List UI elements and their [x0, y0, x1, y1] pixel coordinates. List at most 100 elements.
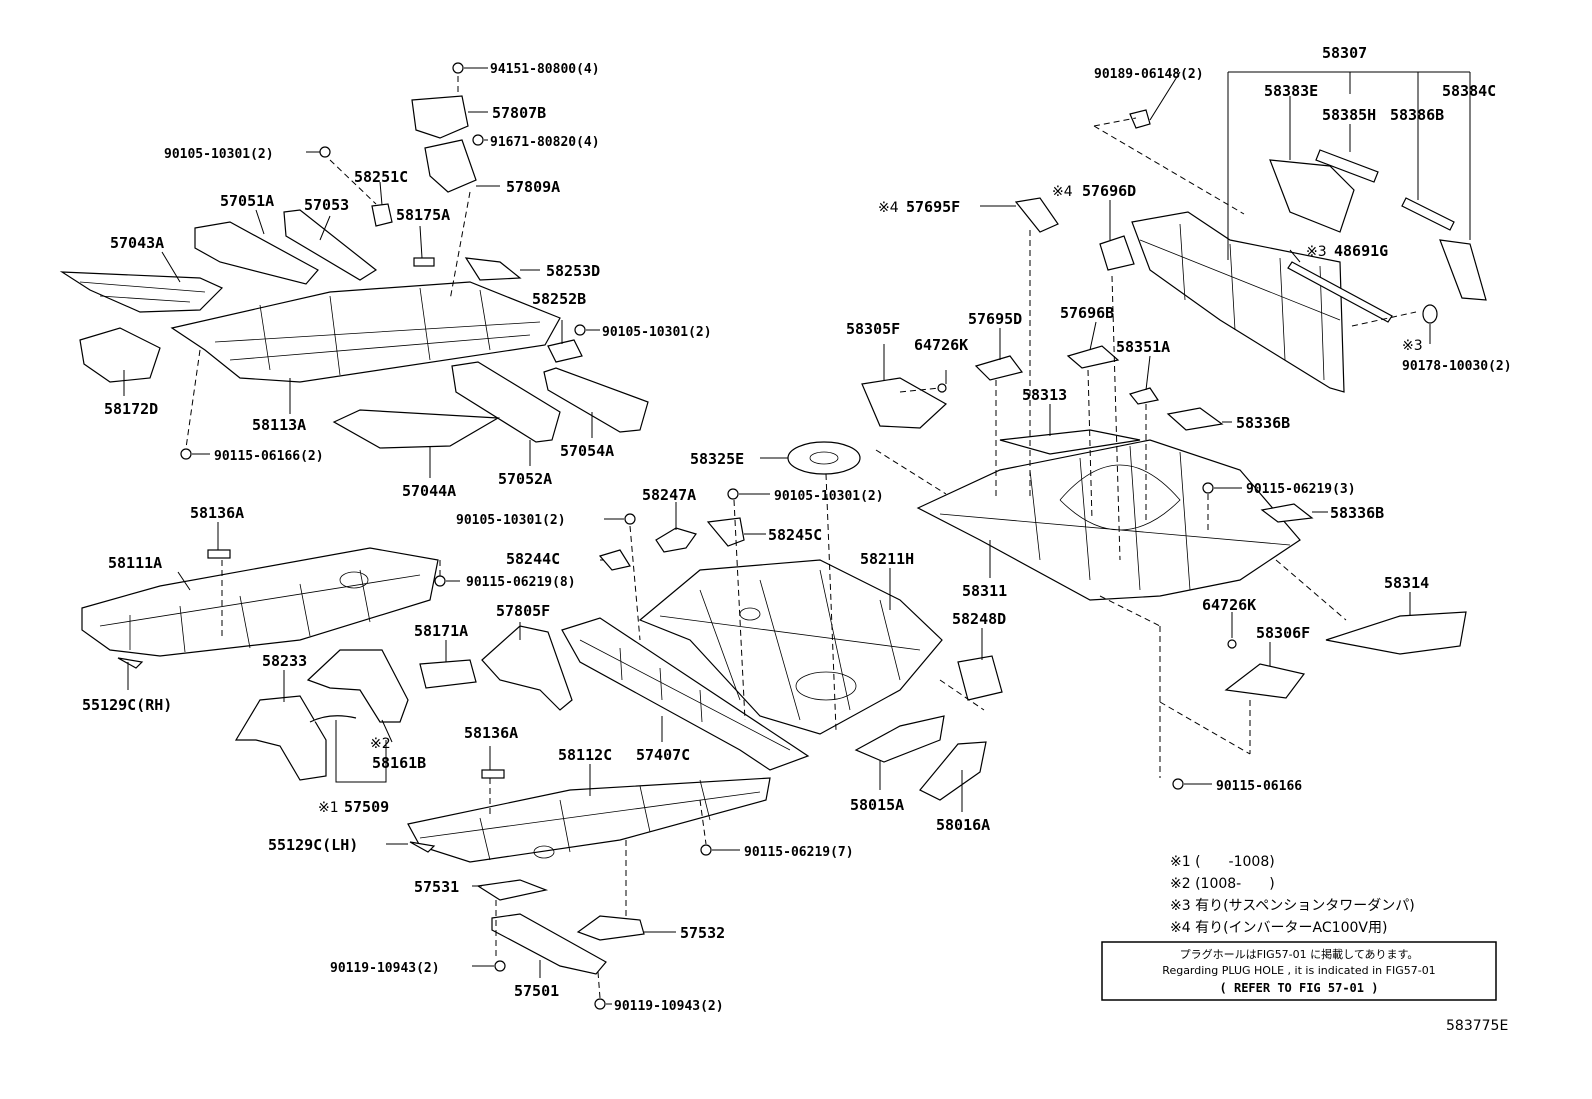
label-90115-06219-8: 90115-06219(8) — [466, 575, 576, 590]
part-58248d-block — [957, 655, 1003, 701]
front-floor-group — [59, 95, 649, 449]
label-58307: 58307 — [1322, 44, 1367, 62]
part-58252b-bracket — [547, 339, 583, 363]
note-3: ※3 有り(サスペンションタワーダンパ) — [1170, 898, 1415, 914]
label-58351a: 58351A — [1116, 338, 1170, 356]
part-57809a-bracket — [424, 139, 477, 193]
label-57054a: 57054A — [560, 442, 614, 460]
label-57509: 57509 — [344, 798, 389, 816]
label-57052a: 57052A — [498, 470, 552, 488]
label-94151-80800: 94151-80800(4) — [490, 62, 600, 77]
part-58251c-clip — [371, 203, 393, 227]
label-57043a: 57043A — [110, 234, 164, 252]
label-90115-06219-3: 90115-06219(3) — [1246, 482, 1356, 497]
part-57509-hose — [309, 715, 357, 723]
part-58311-floor — [916, 439, 1301, 601]
label-58245c: 58245C — [768, 526, 822, 544]
part-58211h-floor — [638, 559, 943, 735]
label-90119-10943-b: 90119-10943(2) — [614, 999, 724, 1014]
part-48691g-bar — [1287, 261, 1393, 323]
part-57052a-member — [451, 361, 561, 443]
label-58311: 58311 — [962, 582, 1007, 600]
label-58113a: 58113A — [252, 416, 306, 434]
leader-lines — [123, 67, 1471, 1005]
label-58161b: 58161B — [372, 754, 426, 772]
label-48691g: 48691G — [1334, 242, 1388, 260]
part-58171a-gasket — [419, 659, 477, 689]
label-58111a: 58111A — [108, 554, 162, 572]
part-57696b-bracket — [1066, 345, 1120, 369]
part-58253d-plate — [464, 257, 522, 281]
label-58306f: 58306F — [1256, 624, 1310, 642]
part-57532-bracket — [576, 915, 645, 941]
label-58247a: 58247A — [642, 486, 696, 504]
label-58233: 58233 — [262, 652, 307, 670]
label-58244c: 58244C — [506, 550, 560, 568]
part-90189-clip — [1129, 109, 1151, 129]
label-90115-06219-7: 90115-06219(7) — [744, 845, 854, 860]
part-58233-tower — [234, 695, 327, 781]
part-90178-nut — [1422, 304, 1438, 324]
part-57044a-plate — [332, 409, 501, 449]
label-58253d: 58253D — [546, 262, 600, 280]
label-58336b-lower: 58336B — [1330, 504, 1384, 522]
part-57051a-member — [194, 221, 319, 285]
part-57696d-bracket — [1099, 235, 1135, 271]
part-57407c-rail — [561, 617, 810, 771]
notice-reference: ( REFER TO FIG 57-01 ) — [1220, 981, 1379, 995]
label-57501: 57501 — [514, 982, 559, 1000]
part-57043a-rail — [59, 271, 224, 313]
label-57696d: 57696D — [1082, 182, 1136, 200]
dashed-alignment-lines — [185, 76, 1417, 999]
label-58325e: 58325E — [690, 450, 744, 468]
label-58383e: 58383E — [1264, 82, 1318, 100]
part-58336b-upper — [1166, 407, 1224, 431]
label-90105-10301-b: 90105-10301(2) — [602, 325, 712, 340]
part-58111a-floor — [81, 547, 439, 657]
label-58172d: 58172D — [104, 400, 158, 418]
part-58386b-member — [1401, 197, 1455, 231]
part-57805f-bracket — [481, 625, 573, 711]
label-57053: 57053 — [304, 196, 349, 214]
part-58306f-bracket — [1224, 663, 1306, 699]
label-90115-06166-a: 90115-06166(2) — [214, 449, 324, 464]
lower-left-floor-group — [81, 547, 771, 975]
label-90115-06166-b: 90115-06166 — [1216, 779, 1302, 794]
label-58384c: 58384C — [1442, 82, 1496, 100]
part-57531-bracket — [476, 879, 549, 901]
part-58245c-bracket — [706, 517, 745, 547]
part-55129c-rh-clip — [117, 657, 144, 669]
label-57696b: 57696B — [1060, 304, 1114, 322]
label-55129c-rh: 55129C(RH) — [82, 696, 172, 714]
label-58136a-upper: 58136A — [190, 504, 244, 522]
part-58325e-cover — [787, 441, 861, 475]
label-57407c: 57407C — [636, 746, 690, 764]
label-57532: 57532 — [680, 924, 725, 942]
label-57805f: 57805F — [496, 602, 550, 620]
part-57695f-bracket — [1014, 197, 1059, 233]
part-58244c-bracket — [598, 549, 631, 571]
label-57531: 57531 — [414, 878, 459, 896]
label-90189-06148: 90189-06148(2) — [1094, 67, 1204, 82]
part-58247a-bracket — [655, 527, 697, 553]
mark-4-a: ※4 — [878, 200, 899, 216]
mark-3-b: ※3 — [1402, 338, 1423, 354]
label-64726k-upper: 64726K — [914, 336, 968, 354]
label-91671-80820: 91671-80820(4) — [490, 135, 600, 150]
part-57053-member — [283, 209, 378, 281]
label-57695d: 57695D — [968, 310, 1022, 328]
label-58305f: 58305F — [846, 320, 900, 338]
part-58172d-bracket — [79, 327, 161, 383]
note-2: ※2 (1008- ) — [1170, 876, 1275, 892]
mark-4-b: ※4 — [1052, 184, 1073, 200]
part-58351a-clip — [1128, 387, 1159, 405]
label-58252b: 58252B — [532, 290, 586, 308]
label-58248d: 58248D — [952, 610, 1006, 628]
part-58175a-plate — [413, 257, 435, 267]
label-58251c: 58251C — [354, 168, 408, 186]
part-58336b-lower — [1260, 503, 1314, 523]
label-90119-10943-a: 90119-10943(2) — [330, 961, 440, 976]
label-58386b: 58386B — [1390, 106, 1444, 124]
